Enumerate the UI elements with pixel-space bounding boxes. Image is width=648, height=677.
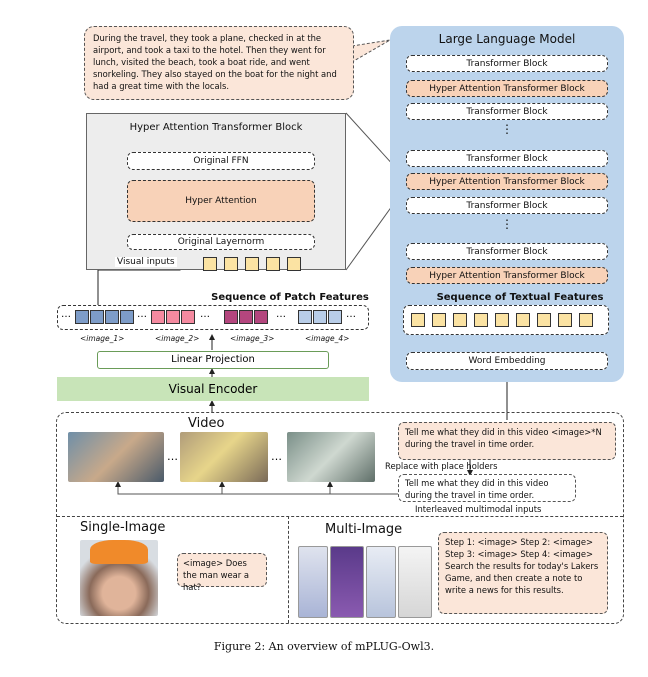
single-image-title: Single-Image [80, 520, 166, 535]
llm-hyper-block-3: Hyper Attention Transformer Block [406, 267, 608, 284]
multi-screen-3 [366, 546, 396, 618]
video-ellipsis-2: … [271, 450, 282, 463]
interleaved-prompt-box: Tell me what they did in this video duri… [398, 474, 576, 502]
llm-block-4: Transformer Block [406, 197, 608, 214]
llm-dots-2: ⋮ [501, 217, 513, 231]
llm-dots-1: ⋮ [501, 122, 513, 136]
patch-3-b [239, 310, 253, 324]
video-frame-2 [180, 432, 268, 482]
video-ellipsis-1: … [167, 450, 178, 463]
multi-screen-2 [330, 546, 364, 618]
patch-ellipsis-1: … [61, 309, 71, 320]
image-tag-4: <image_4> [305, 334, 350, 343]
patch-features-label: Sequence of Patch Features [211, 292, 369, 303]
video-prompt-box: Tell me what they did in this video <ima… [398, 422, 616, 460]
hat-shape [90, 540, 148, 564]
patch-2-c [181, 310, 195, 324]
patch-3-a [224, 310, 238, 324]
patch-1-c [105, 310, 119, 324]
video-prompt-text: Tell me what they did in this video <ima… [405, 427, 602, 449]
patch-1-a [75, 310, 89, 324]
interleaved-prompt-text: Tell me what they did in this video duri… [405, 478, 549, 500]
text-token-1 [411, 313, 425, 327]
multi-screen-4 [398, 546, 432, 618]
original-ffn-box: Original FFN [127, 152, 315, 170]
video-title: Video [188, 416, 225, 431]
patch-1-b [90, 310, 104, 324]
story-bubble: During the travel, they took a plane, ch… [84, 26, 354, 100]
word-embedding-box: Word Embedding [406, 352, 608, 370]
image-tag-2: <image_2> [155, 334, 200, 343]
inputs-divider-horizontal [57, 516, 623, 517]
hyper-token-4 [266, 257, 280, 271]
hyper-block-title: Hyper Attention Transformer Block [129, 122, 303, 133]
hyper-token-5 [287, 257, 301, 271]
text-token-6 [516, 313, 530, 327]
llm-block-3: Transformer Block [406, 150, 608, 167]
single-image-prompt-text: <image> Does the man wear a hat? [183, 558, 250, 592]
multi-image-prompt-text: Step 1: <image> Step 2: <image> Step 3: … [445, 537, 599, 595]
patch-ellipsis-3: … [200, 309, 210, 320]
patch-ellipsis-4: … [276, 309, 286, 320]
video-frame-1 [68, 432, 164, 482]
text-token-9 [579, 313, 593, 327]
image-tag-3: <image_3> [230, 334, 275, 343]
patch-ellipsis-2: … [137, 309, 147, 320]
story-text: During the travel, they took a plane, ch… [93, 33, 337, 91]
patch-1-d [120, 310, 134, 324]
linear-projection-box: Linear Projection [97, 351, 329, 369]
hyper-token-3 [245, 257, 259, 271]
hyper-token-2 [224, 257, 238, 271]
llm-block-1: Transformer Block [406, 55, 608, 72]
llm-hyper-block-2: Hyper Attention Transformer Block [406, 173, 608, 190]
text-token-8 [558, 313, 572, 327]
llm-hyper-block-1: Hyper Attention Transformer Block [406, 80, 608, 97]
single-image-prompt-box: <image> Does the man wear a hat? [177, 553, 267, 592]
text-token-5 [495, 313, 509, 327]
patch-ellipsis-5: … [346, 309, 356, 320]
image-tag-1: <image_1> [80, 334, 125, 343]
replace-label: Replace with place holders [385, 461, 498, 471]
multi-image-prompt-box: Step 1: <image> Step 2: <image> Step 3: … [438, 532, 608, 614]
interleaved-label: Interleaved multimodal inputs [415, 504, 542, 514]
text-token-3 [453, 313, 467, 327]
patch-2-b [166, 310, 180, 324]
text-token-2 [432, 313, 446, 327]
text-token-4 [474, 313, 488, 327]
llm-block-2: Transformer Block [406, 103, 608, 120]
llm-title: Large Language Model [438, 32, 576, 46]
patch-2-a [151, 310, 165, 324]
patch-3-c [254, 310, 268, 324]
visual-inputs-label: Visual inputs [115, 257, 177, 267]
visual-encoder-box: Visual Encoder [57, 377, 369, 401]
textual-features-label: Sequence of Textual Features [436, 292, 604, 303]
bubble-tail [351, 39, 391, 63]
hyper-attention-box: Hyper Attention [127, 180, 315, 222]
video-frame-3 [287, 432, 375, 482]
llm-block-5: Transformer Block [406, 243, 608, 260]
original-layernorm-box: Original Layernorm [127, 234, 315, 250]
patch-4-a [298, 310, 312, 324]
multi-screen-1 [298, 546, 328, 618]
multi-image-title: Multi-Image [325, 522, 403, 537]
inputs-divider-vertical [288, 516, 289, 623]
figure-caption: Figure 2: An overview of mPLUG-Owl3. [213, 640, 435, 653]
text-token-7 [537, 313, 551, 327]
inputs-panel [56, 412, 624, 624]
patch-4-b [313, 310, 327, 324]
patch-4-c [328, 310, 342, 324]
hyper-token-1 [203, 257, 217, 271]
